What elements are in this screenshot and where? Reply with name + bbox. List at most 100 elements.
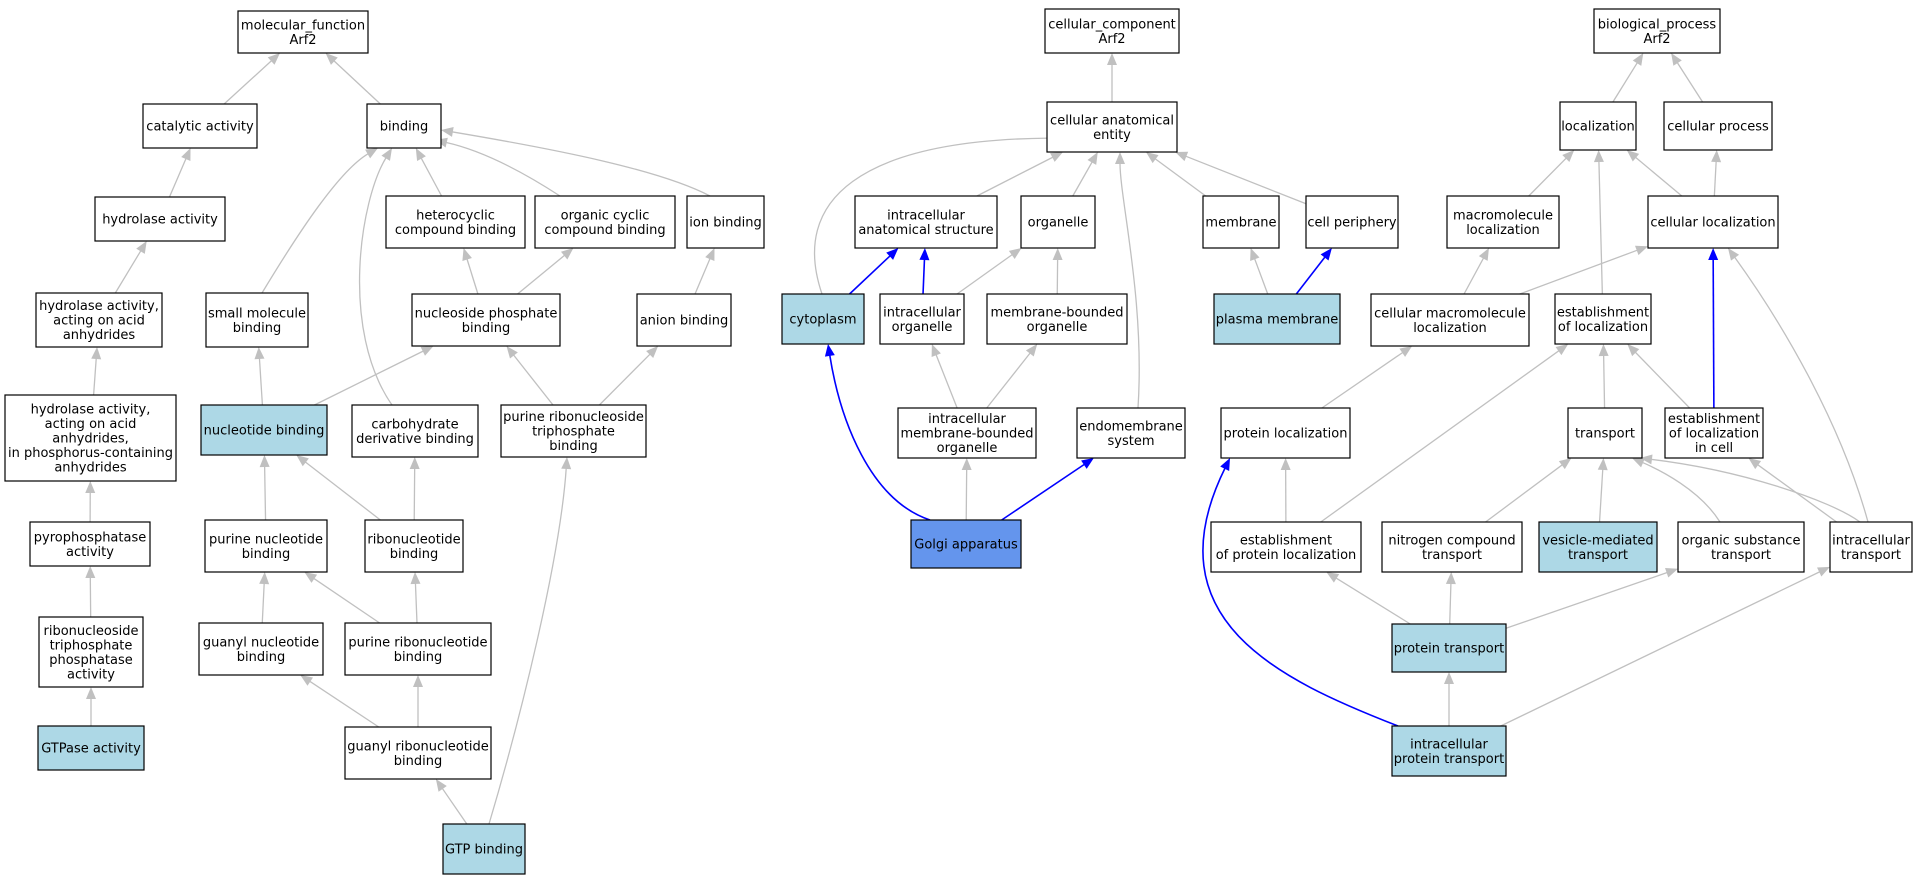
node-golgi[interactable]: Golgi apparatus	[910, 519, 1022, 569]
edge-prottrans-to-estprot	[1335, 577, 1411, 625]
edge-cellloc-to-loc	[1634, 156, 1683, 197]
node-ion[interactable]: ion binding	[686, 195, 765, 249]
node-gtpase[interactable]: GTPase activity	[37, 725, 145, 771]
edge-prntp-to-nucphos	[512, 354, 554, 406]
node-box	[1559, 101, 1637, 151]
node-cellloc[interactable]: cellular localization	[1647, 195, 1779, 249]
node-nucbind[interactable]: nucleotide binding	[200, 404, 328, 456]
edge-small-to-binding	[261, 152, 369, 294]
edge-estprot-to-estloc	[1320, 349, 1560, 523]
node-cellper[interactable]: cell periphery	[1305, 195, 1399, 249]
arrowhead	[441, 127, 454, 137]
node-label: ion binding	[689, 216, 761, 231]
arrowhead	[325, 53, 338, 65]
node-membrane[interactable]: membrane	[1202, 195, 1280, 249]
node-label: cell periphery	[1307, 216, 1397, 231]
edge-purnuc-to-nucbind	[263, 465, 267, 521]
edge-inttrans-to-transport	[1650, 458, 1861, 523]
node-box	[1663, 101, 1773, 151]
node-anion[interactable]: anion binding	[636, 293, 732, 347]
edge-hetero-to-binding	[420, 157, 443, 197]
node-label: protein transport	[1394, 642, 1504, 657]
node-gtpb[interactable]: GTP binding	[442, 823, 526, 875]
node-box	[1647, 195, 1779, 249]
arrowhead	[85, 481, 96, 494]
arrowhead	[181, 148, 191, 161]
node-pm[interactable]: plasma membrane	[1213, 293, 1341, 345]
node-label: binding	[380, 120, 428, 135]
arrowhead	[413, 675, 423, 687]
node-box	[1677, 521, 1805, 573]
edge-purribo-to-ribonuc	[414, 582, 418, 624]
node-organelle[interactable]: organelle	[1020, 195, 1096, 249]
node-binding[interactable]: binding	[366, 103, 442, 149]
node-transport[interactable]: transport	[1567, 407, 1643, 459]
node-box	[37, 725, 145, 771]
arrowhead	[1817, 566, 1830, 577]
edge-ion-to-binding	[451, 131, 711, 197]
node-box	[636, 293, 732, 347]
node-box	[1829, 521, 1913, 573]
node-loc[interactable]: localization	[1559, 101, 1637, 151]
edge-organelle-to-cae	[1072, 161, 1093, 197]
node-box	[344, 622, 492, 676]
node-protloc[interactable]: protein localization	[1220, 407, 1351, 459]
node-cellproc[interactable]: cellular process	[1663, 101, 1773, 151]
node-catalytic[interactable]: catalytic activity	[142, 103, 258, 149]
edge-pm-to-membrane	[1253, 258, 1269, 295]
node-box	[1391, 725, 1507, 777]
edge-cellproc-to-bp	[1676, 61, 1704, 103]
edge-prottrans-to-orgsub	[1505, 571, 1668, 629]
node-hydrolase[interactable]: hydrolase activity	[94, 196, 226, 242]
node-box	[4, 394, 177, 482]
edge-prottrans-to-nitro	[1449, 582, 1452, 625]
arrowhead	[259, 572, 270, 585]
node-prottrans[interactable]: protein transport	[1391, 623, 1507, 673]
node-cytoplasm[interactable]: cytoplasm	[781, 293, 865, 345]
node-box	[364, 519, 464, 573]
arrowhead	[1632, 53, 1644, 66]
